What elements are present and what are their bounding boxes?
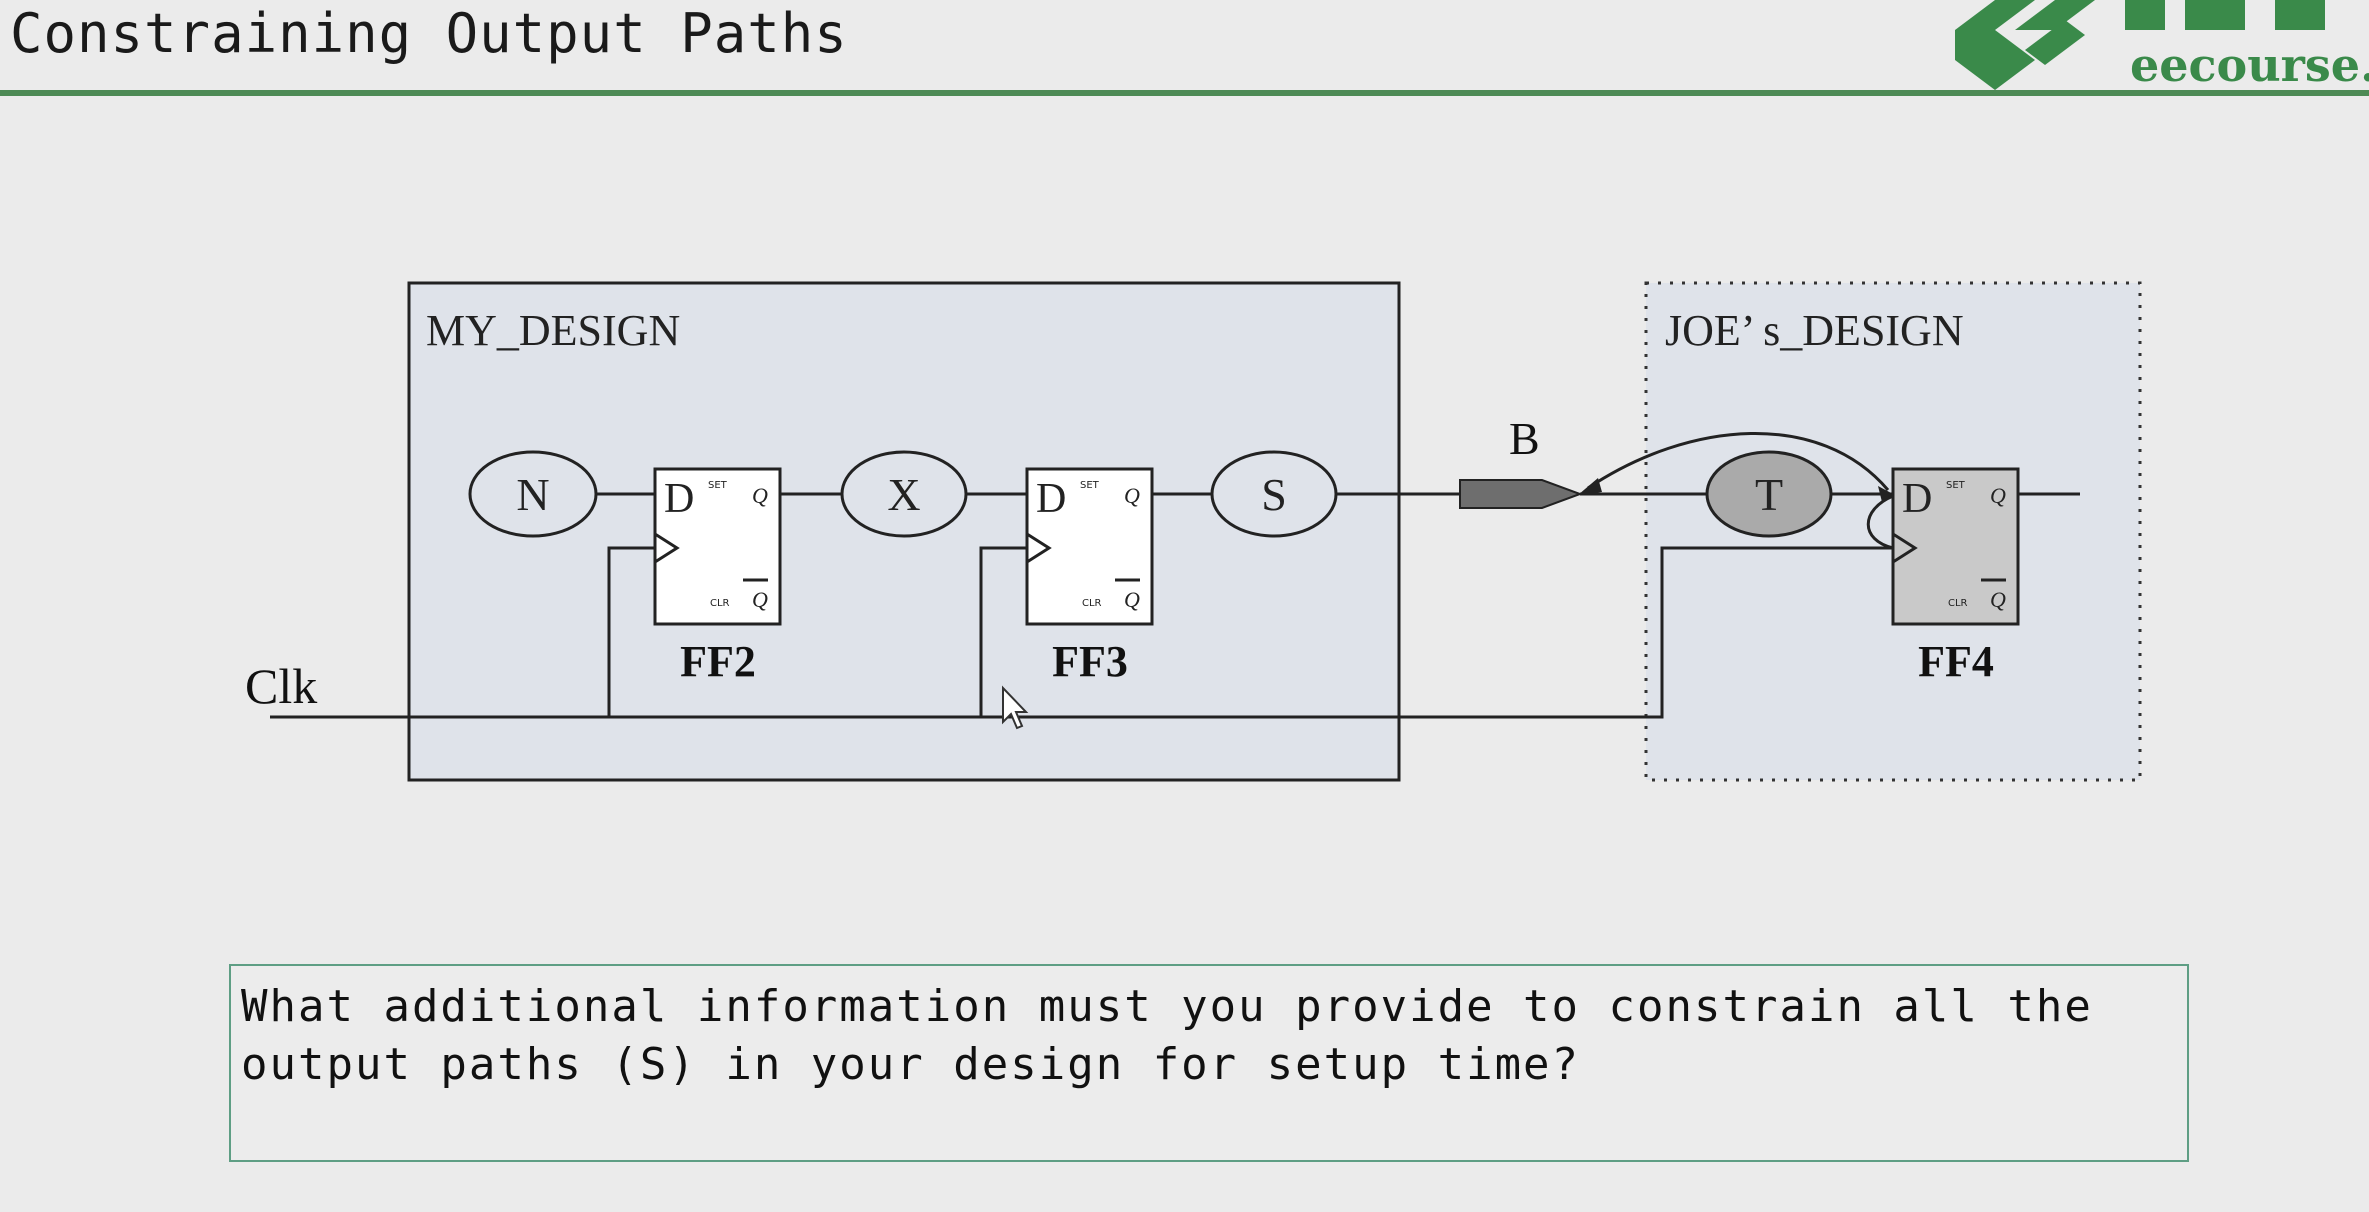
ff-q-pin: Q: [1124, 483, 1140, 508]
ff-d-pin: D: [1902, 476, 1932, 522]
ff-clr-pin: CLR: [1948, 598, 1968, 609]
question-text: What additional information must you pro…: [241, 981, 2093, 1090]
ff-d-pin: D: [664, 476, 694, 522]
mouse-cursor-icon: [1002, 685, 1029, 730]
ff-qbar-pin: Q: [1990, 587, 2006, 612]
flip-flop-ff2: D SET Q CLR Q FF2: [653, 467, 782, 686]
logic-cloud-x: X: [840, 450, 968, 538]
clock-label: Clk: [245, 658, 317, 714]
ff-qbar-pin: Q: [752, 587, 768, 612]
logic-cloud-label: T: [1755, 469, 1783, 520]
signal-wires: [270, 492, 2080, 719]
question-box: What additional information must you pro…: [229, 964, 2189, 1162]
ff-qbar-pin: Q: [1124, 587, 1140, 612]
eecourse-logo: [1955, 0, 2325, 90]
port-label-b: B: [1509, 413, 1540, 464]
ff-set-pin: SET: [708, 480, 728, 491]
logic-cloud-n: N: [468, 450, 598, 538]
my-design-label: MY_DESIGN: [426, 306, 680, 355]
flip-flop-ff4: D SET Q CLR Q FF4: [1891, 467, 2020, 686]
ff-q-pin: Q: [752, 483, 768, 508]
ff-d-pin: D: [1036, 476, 1066, 522]
title-divider: [0, 90, 2369, 96]
logic-cloud-label: X: [887, 469, 920, 520]
joes-design-label: JOE’ s_DESIGN: [1665, 306, 1964, 355]
logic-cloud-t: T: [1705, 450, 1833, 538]
ff-set-pin: SET: [1946, 480, 1966, 491]
ff-clr-pin: CLR: [1082, 598, 1102, 609]
ff-q-pin: Q: [1990, 483, 2006, 508]
ff-clr-pin: CLR: [710, 598, 730, 609]
logic-cloud-label: S: [1261, 469, 1287, 520]
ff-name: FF2: [680, 637, 756, 686]
logo-url-text: eecourse.c: [2130, 38, 2369, 92]
logic-cloud-s: S: [1210, 450, 1338, 538]
timing-diagram: MY_DESIGN JOE’ s_DESIGN B Clk N X: [245, 281, 2142, 782]
output-port-b: [1459, 479, 1583, 509]
feedback-arrow: [1578, 431, 1894, 550]
flip-flop-ff3: D SET Q CLR Q FF3: [1025, 467, 1154, 686]
logic-cloud-label: N: [516, 469, 549, 520]
ff-name: FF3: [1052, 637, 1128, 686]
ff-set-pin: SET: [1080, 480, 1100, 491]
slide-title: Constraining Output Paths: [10, 2, 848, 65]
ff-name: FF4: [1918, 637, 1994, 686]
